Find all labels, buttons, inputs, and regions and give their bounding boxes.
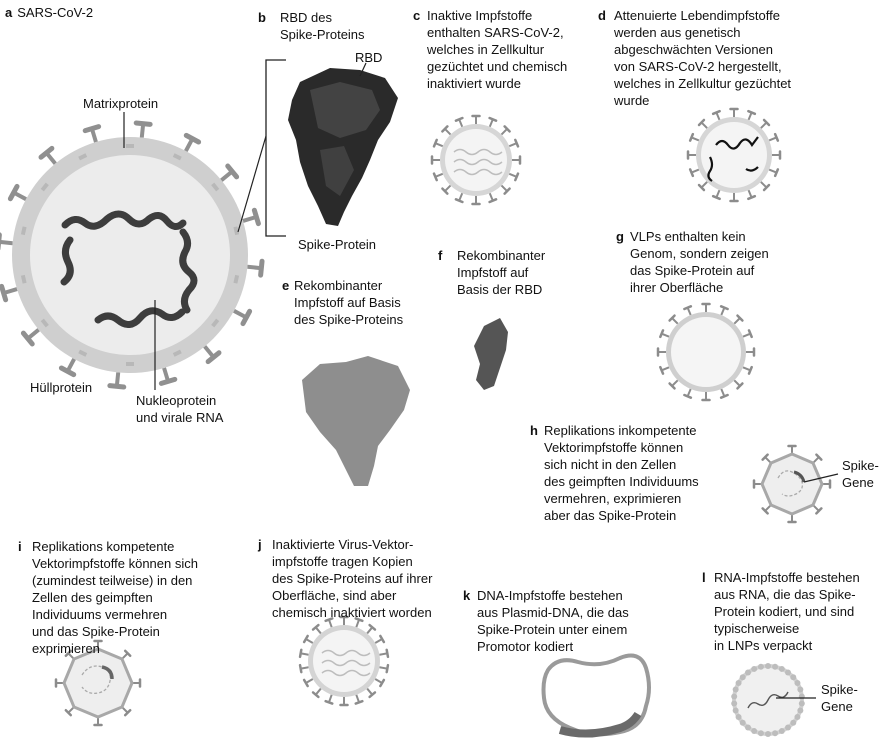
label-spike-protein: Spike-Protein — [298, 237, 377, 252]
label-huellprotein: Hüllprotein — [30, 380, 93, 395]
vector-h — [752, 444, 839, 524]
rna-lnp-l — [731, 663, 816, 737]
label-spike-gene-h: Spike- Gene — [842, 458, 879, 490]
label-spike-gene-l: Spike- Gene — [821, 682, 858, 714]
inactivated-virus-c — [430, 114, 522, 206]
label-nukleoprotein: Nukleoprotein und virale RNA — [136, 393, 224, 425]
recombinant-spike-e — [302, 356, 410, 486]
vector-i — [54, 639, 142, 727]
sars-cov-2-virion — [0, 112, 262, 390]
dna-plasmid-k — [541, 653, 651, 738]
recombinant-rbd-f — [474, 318, 508, 390]
matrix-protein-dots — [20, 144, 240, 366]
viral-rna — [60, 210, 198, 328]
inactivated-vector-j — [298, 615, 390, 707]
attenuated-virus-d — [686, 107, 782, 203]
spike-structure — [237, 59, 398, 237]
label-matrixprotein: Matrixprotein — [83, 96, 159, 111]
vlp-g — [656, 302, 756, 402]
label-rbd: RBD — [355, 50, 383, 65]
